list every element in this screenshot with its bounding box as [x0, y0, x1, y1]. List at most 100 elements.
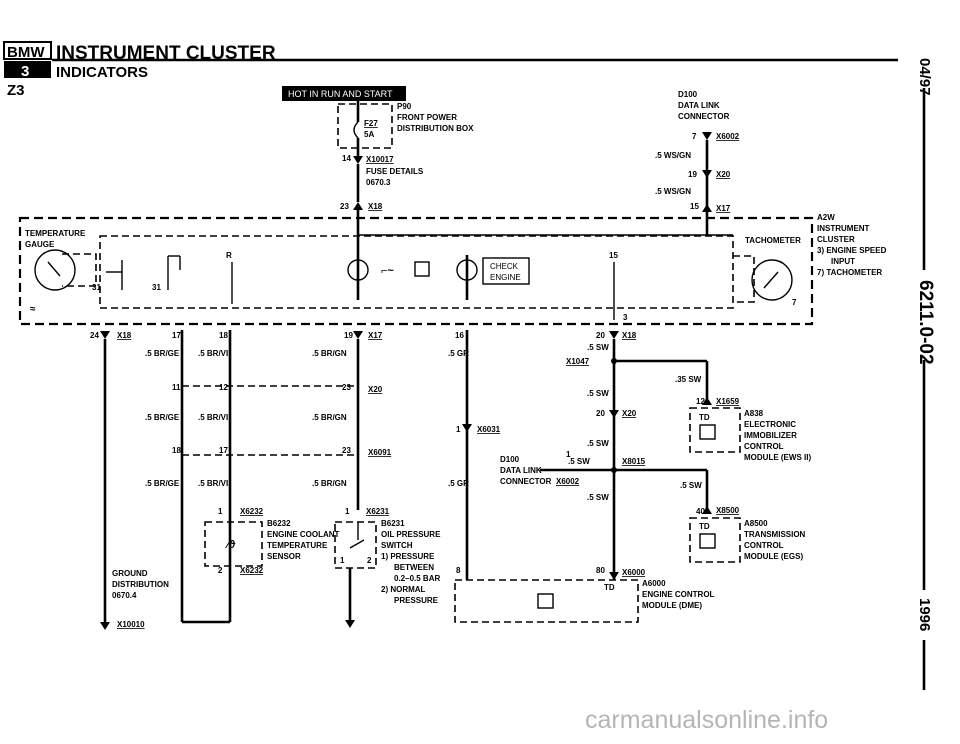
- page-number: 6211.0-02: [915, 280, 936, 365]
- svg-text:INSTRUMENT: INSTRUMENT: [817, 224, 870, 233]
- svg-text:0.2–0.5 BAR: 0.2–0.5 BAR: [394, 574, 440, 583]
- svg-text:2: 2: [218, 566, 223, 575]
- svg-text:SENSOR: SENSOR: [267, 552, 301, 561]
- svg-text:8: 8: [456, 566, 461, 575]
- svg-text:MODULE (EWS II): MODULE (EWS II): [744, 453, 811, 462]
- svg-text:MODULE (EGS): MODULE (EGS): [744, 552, 803, 561]
- svg-text:X20: X20: [716, 170, 731, 179]
- svg-text:19: 19: [688, 170, 697, 179]
- svg-text:17: 17: [219, 446, 228, 455]
- svg-text:DISTRIBUTION BOX: DISTRIBUTION BOX: [397, 124, 474, 133]
- svg-text:X6091: X6091: [368, 448, 392, 457]
- temperature-gauge-icon: [34, 249, 76, 291]
- svg-text:X6002: X6002: [716, 132, 740, 141]
- svg-text:15: 15: [609, 251, 618, 260]
- svg-text:CLUSTER: CLUSTER: [817, 235, 855, 244]
- svg-text:X20: X20: [368, 385, 383, 394]
- svg-text:ELECTRONIC: ELECTRONIC: [744, 420, 796, 429]
- svg-text:20: 20: [596, 331, 605, 340]
- svg-text:MODULE (DME): MODULE (DME): [642, 601, 702, 610]
- power-section: HOT IN RUN AND START P90 FRONT POWER DIS…: [282, 86, 474, 235]
- svg-text:INPUT: INPUT: [831, 257, 855, 266]
- svg-text:P90: P90: [397, 102, 412, 111]
- svg-text:.5 SW: .5 SW: [680, 481, 702, 490]
- svg-text:1: 1: [345, 507, 350, 516]
- svg-text:X1659: X1659: [716, 397, 740, 406]
- svg-text:17: 17: [172, 331, 181, 340]
- svg-text:7: 7: [792, 298, 797, 307]
- svg-text:X6232: X6232: [240, 566, 264, 575]
- header: BMW 3 Z3 INSTRUMENT CLUSTER INDICATORS: [3, 41, 898, 99]
- svg-text:12: 12: [219, 383, 228, 392]
- svg-text:X10017: X10017: [366, 155, 394, 164]
- svg-text:X20: X20: [622, 409, 637, 418]
- svg-text:.5 BR/GE: .5 BR/GE: [145, 349, 180, 358]
- svg-text:15: 15: [690, 202, 699, 211]
- hot-banner: [282, 86, 406, 101]
- svg-text:40: 40: [696, 507, 705, 516]
- svg-text:18: 18: [219, 331, 228, 340]
- engine-control-icon: [537, 593, 554, 609]
- instrument-cluster: A2W INSTRUMENT CLUSTER 3) ENGINE SPEED I…: [18, 213, 887, 326]
- svg-text:ENGINE: ENGINE: [490, 273, 521, 282]
- svg-text:TD: TD: [699, 522, 710, 531]
- svg-text:X18: X18: [368, 202, 383, 211]
- svg-text:X6231: X6231: [366, 507, 390, 516]
- svg-text:.5 BR/GE: .5 BR/GE: [145, 413, 180, 422]
- model-name: Z3: [7, 82, 25, 99]
- svg-text:ENGINE COOLANT: ENGINE COOLANT: [267, 530, 340, 539]
- svg-text:CONNECTOR: CONNECTOR: [678, 112, 730, 121]
- year-label: 1996: [916, 598, 933, 631]
- svg-text:1: 1: [456, 425, 461, 434]
- temp-sensor-icon: ⁄ϑ: [224, 539, 236, 551]
- lower-wiring: 24 X18 GROUND DISTRIBUTION 0670.4 X10010…: [90, 313, 811, 630]
- svg-text:23: 23: [342, 446, 351, 455]
- svg-text:A6000: A6000: [642, 579, 666, 588]
- svg-text:X10010: X10010: [117, 620, 145, 629]
- svg-text:X6002: X6002: [556, 477, 580, 486]
- svg-text:.5 BR/GN: .5 BR/GN: [312, 479, 347, 488]
- svg-text:23: 23: [342, 383, 351, 392]
- svg-text:TRANSMISSION: TRANSMISSION: [744, 530, 806, 539]
- svg-text:24: 24: [90, 331, 99, 340]
- svg-text:.5 SW: .5 SW: [587, 389, 609, 398]
- coolant-symbol-icon: ≈: [30, 304, 36, 315]
- svg-text:2: 2: [367, 556, 372, 565]
- engine-symbol-icon: [414, 261, 430, 277]
- svg-text:0670.4: 0670.4: [112, 591, 137, 600]
- svg-text:B6231: B6231: [381, 519, 405, 528]
- svg-text:OIL PRESSURE: OIL PRESSURE: [381, 530, 441, 539]
- svg-text:GROUND: GROUND: [112, 569, 148, 578]
- svg-text:.5 WS/GN: .5 WS/GN: [655, 151, 691, 160]
- svg-text:.5 BR/VI: .5 BR/VI: [198, 479, 228, 488]
- model-badge: 3: [21, 63, 29, 80]
- svg-text:F27: F27: [364, 119, 378, 128]
- svg-text:23: 23: [340, 202, 349, 211]
- oil-switch-ground-icon: [345, 620, 355, 628]
- svg-text:A2W: A2W: [817, 213, 835, 222]
- svg-text:.5 BR/GN: .5 BR/GN: [312, 349, 347, 358]
- svg-text:80: 80: [596, 566, 605, 575]
- svg-text:12: 12: [696, 397, 705, 406]
- page-subtitle: INDICATORS: [56, 64, 148, 81]
- date-label: 04/97: [916, 58, 933, 96]
- svg-text:.5 BR/VI: .5 BR/VI: [198, 349, 228, 358]
- svg-text:0670.3: 0670.3: [366, 178, 391, 187]
- svg-text:.5 GR: .5 GR: [448, 349, 469, 358]
- svg-text:FUSE DETAILS: FUSE DETAILS: [366, 167, 424, 176]
- svg-text:CONTROL: CONTROL: [744, 541, 784, 550]
- svg-text:.5 SW: .5 SW: [587, 343, 609, 352]
- svg-text:TACHOMETER: TACHOMETER: [745, 236, 801, 245]
- svg-text:A838: A838: [744, 409, 764, 418]
- tachometer-icon: [751, 259, 793, 301]
- svg-text:X8500: X8500: [716, 506, 740, 515]
- svg-text:D100: D100: [678, 90, 698, 99]
- svg-text:TD: TD: [604, 583, 615, 592]
- svg-text:19: 19: [344, 331, 353, 340]
- svg-text:31: 31: [92, 283, 101, 292]
- svg-text:.5 BR/GE: .5 BR/GE: [145, 479, 180, 488]
- svg-text:1: 1: [218, 507, 223, 516]
- svg-text:BETWEEN: BETWEEN: [394, 563, 434, 572]
- svg-text:.5 SW: .5 SW: [587, 493, 609, 502]
- watermark: carmanualsonline.info: [585, 706, 828, 734]
